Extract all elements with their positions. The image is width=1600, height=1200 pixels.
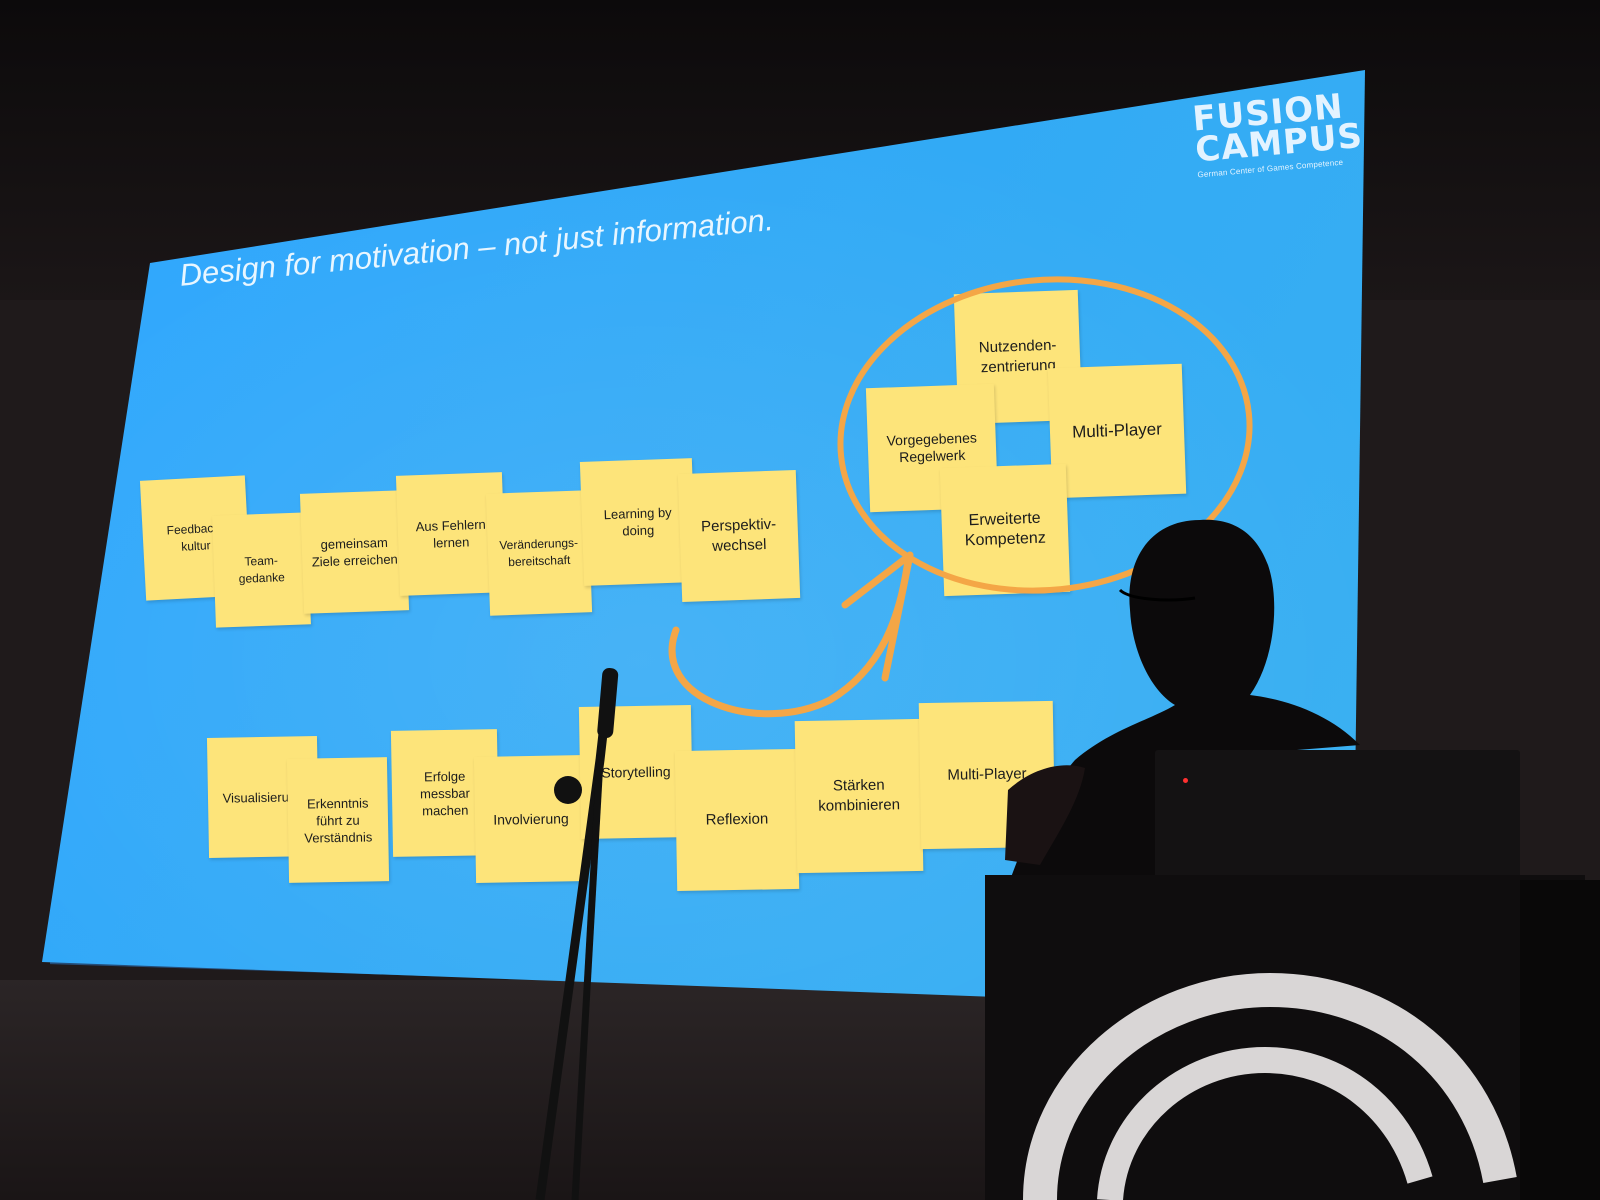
sticky-note: gemeinsam Ziele erreichen — [299, 490, 410, 614]
lectern-side — [1520, 880, 1600, 1200]
lectern — [985, 875, 1585, 1200]
sticky-note: Erkenntnis führt zu Verständnis — [286, 757, 390, 883]
sticky-note: Erweiterte Kompetenz — [939, 463, 1071, 597]
sticky-note: Involvierung — [473, 755, 589, 883]
laptop — [1155, 750, 1520, 890]
sticky-note: Perspektiv- wechsel — [677, 469, 801, 603]
laptop-status-led — [1183, 778, 1188, 783]
sticky-note: Multi-Player — [1047, 363, 1187, 499]
sticky-note: Multi-Player — [918, 700, 1056, 850]
fusion-campus-logo: FUSION CAMPUS German Center of Games Com… — [1191, 87, 1365, 195]
sticky-note: Team- gedanke — [212, 512, 311, 628]
sticky-note: Veränderungs- bereitschaft — [485, 490, 593, 616]
sticky-note: Stärken kombinieren — [794, 718, 924, 874]
sticky-note: Reflexion — [674, 748, 800, 892]
